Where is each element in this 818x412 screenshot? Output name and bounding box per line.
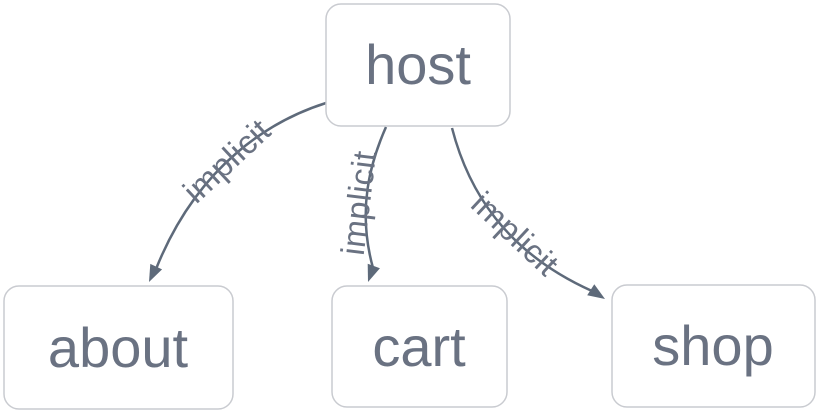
node-cart-box[interactable] [331,285,508,408]
edge-label-host-about: implicit [176,111,278,210]
edge-host-shop [450,127,593,293]
node-about-label: about [48,316,189,379]
node-cart-label: cart [372,315,466,378]
arrowhead-host-about [149,263,163,282]
node-shop-box[interactable] [611,284,816,408]
arrowhead-host-cart [367,263,380,282]
node-shop-label: shop [652,314,773,377]
edge-host-about [154,101,327,270]
node-layer: host about cart shop [3,3,816,410]
arrowhead-layer [149,263,605,299]
node-shop[interactable]: shop [611,284,816,408]
edge-label-host-cart: implicit [334,149,384,258]
node-about[interactable]: about [3,285,234,410]
node-about-box[interactable] [3,285,234,410]
node-cart[interactable]: cart [331,285,508,408]
arrowhead-host-shop [587,284,605,299]
node-host-label: host [365,33,471,96]
edge-host-cart [364,126,388,269]
edge-label-host-shop: implicit [464,184,566,283]
node-host-box[interactable] [325,3,511,127]
node-host[interactable]: host [325,3,511,127]
edge-layer [154,101,593,293]
